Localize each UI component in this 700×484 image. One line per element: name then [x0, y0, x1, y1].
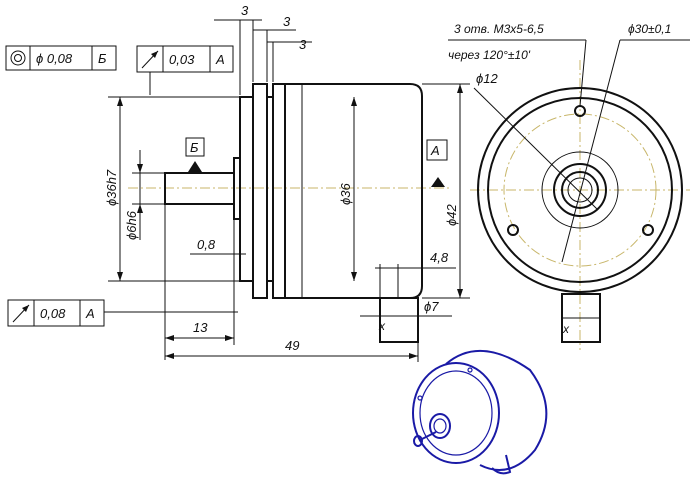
runout-a-top-value: 0,03 [169, 52, 195, 67]
dim-d30-text: ϕ30±0,1 [628, 22, 671, 36]
dim-4-8: 4,8 [375, 250, 456, 298]
dim-d7: ϕ7 [360, 299, 452, 317]
dim-13: 13 [164, 204, 235, 360]
dim-13-text: 13 [193, 320, 208, 335]
dim-d6h6-text: ϕ6h6 [124, 210, 139, 240]
dim-d36h7: ϕ36h7 [104, 96, 240, 282]
datum-b-label: Б [190, 140, 199, 155]
svg-text:x: x [378, 319, 386, 333]
tolerance-frame-runout-a-bottom: 0,08 A [7, 299, 105, 327]
dim-49: 49 [165, 338, 419, 362]
tolerance-frame-runout-a-top: 0,03 A [136, 45, 234, 73]
holes-note-line2: через 120°±10' [448, 48, 531, 62]
runout-b-value: ϕ 0,08 [36, 51, 73, 66]
isometric-view [412, 350, 548, 475]
datum-a-label: A [430, 143, 440, 158]
dim-top-3: 3 3 3 [214, 3, 312, 95]
dim-top-3-a: 3 [241, 3, 249, 18]
holes-note-line1: 3 отв. M3x5-6,5 [454, 22, 544, 36]
side-view: x Б A [128, 83, 452, 343]
dim-d12-text: ϕ12 [476, 71, 498, 86]
front-view: x [470, 60, 690, 350]
dim-0-8-text: 0,8 [197, 237, 216, 252]
runout-b-datum: Б [98, 51, 107, 66]
dim-4-8-text: 4,8 [430, 250, 449, 265]
dim-d36-text: ϕ36 [338, 183, 353, 205]
runout-a-top-datum: A [215, 52, 225, 67]
dim-49-text: 49 [285, 338, 299, 353]
tolerance-frame-runout-b: ϕ 0,08 Б [5, 45, 117, 71]
dim-top-3-c: 3 [299, 37, 307, 52]
svg-text:x: x [562, 322, 570, 336]
runout-arrow-icon [141, 50, 159, 69]
runout-a-bottom-datum: A [85, 306, 95, 321]
concentricity-icon [10, 50, 26, 66]
dim-d36h7-text: ϕ36h7 [104, 169, 119, 206]
dim-d6h6: ϕ6h6 [124, 150, 165, 240]
runout-arrow-icon [12, 304, 30, 323]
runout-a-bottom-value: 0,08 [40, 306, 66, 321]
dim-d7-text: ϕ7 [424, 299, 439, 314]
dim-top-3-b: 3 [283, 14, 291, 29]
dim-0-8: 0,8 [190, 237, 246, 255]
dim-d36: ϕ36 [338, 97, 357, 281]
dim-d42: ϕ42 [422, 83, 470, 299]
dim-d42-text: ϕ42 [444, 204, 459, 226]
